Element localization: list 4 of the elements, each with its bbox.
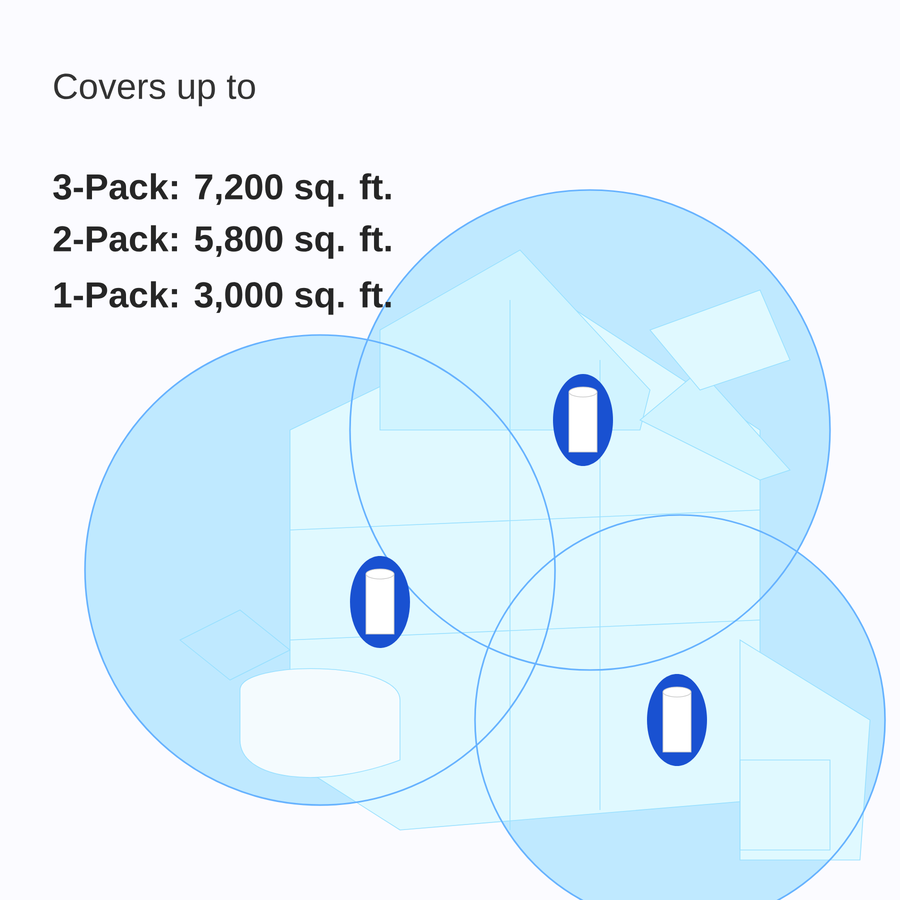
coverage-line: 2-Pack: 5,800 sq. ft. [54, 225, 391, 259]
coverage-line: 1-Pack: 3,000 sq. ft. [54, 281, 391, 315]
coverage-line: 3-Pack: 7,200 sq. ft. [53, 173, 391, 207]
heading: Covers up to [54, 74, 255, 106]
